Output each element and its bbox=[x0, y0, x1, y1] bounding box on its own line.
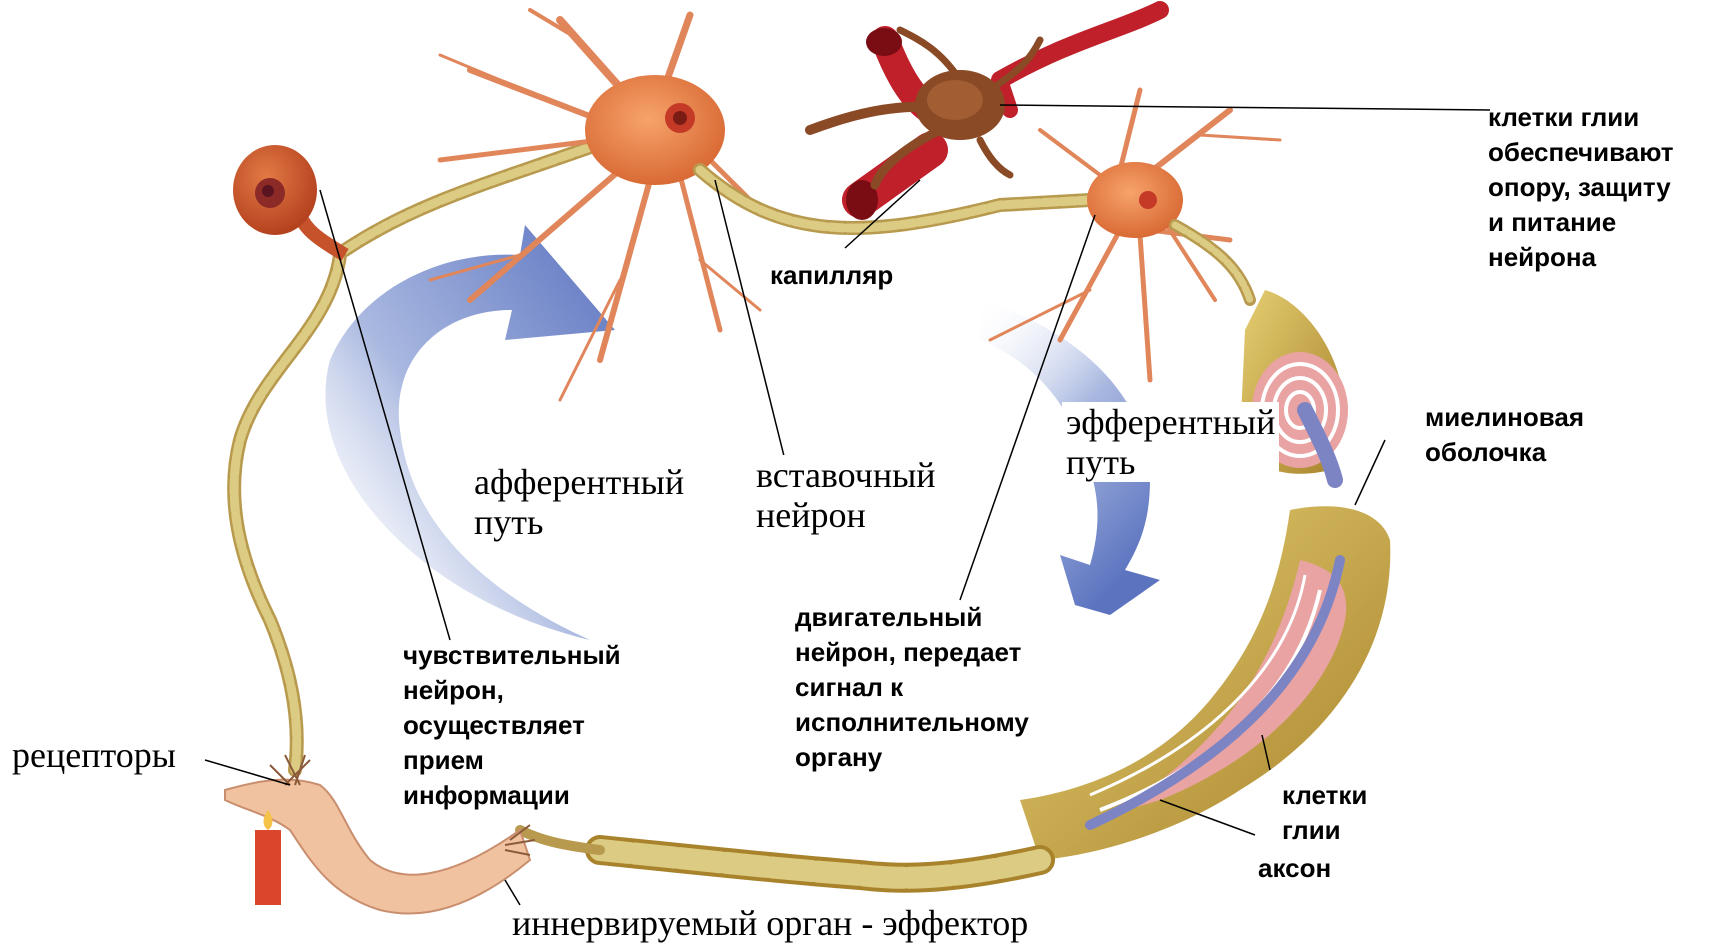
motor-axon bbox=[520, 225, 1390, 878]
label-efferent-path: эфферентный путь bbox=[1062, 402, 1279, 482]
label-receptors: рецепторы bbox=[12, 735, 176, 775]
afferent-arrow bbox=[325, 225, 615, 640]
label-interneuron: вставочный нейрон bbox=[752, 455, 940, 535]
label-glial-cells: клетки глии bbox=[1282, 778, 1367, 848]
label-sensory-neuron: чувствительный нейрон, осуществляет прие… bbox=[403, 638, 621, 813]
label-axon: аксон bbox=[1258, 851, 1331, 886]
label-effector-organ: иннервируемый орган - эффектор bbox=[512, 903, 1028, 943]
label-motor-neuron: двигательный нейрон, передает сигнал к и… bbox=[795, 600, 1029, 775]
label-capillary: капилляр bbox=[770, 258, 893, 293]
interneuron bbox=[430, 10, 760, 400]
candle bbox=[255, 810, 281, 905]
label-afferent-path: афферентный путь bbox=[470, 462, 688, 542]
label-glial-cells-support: клетки глии обеспечивают опору, защиту и… bbox=[1488, 100, 1674, 275]
label-myelin-sheath: миелиновая оболочка bbox=[1425, 400, 1584, 470]
